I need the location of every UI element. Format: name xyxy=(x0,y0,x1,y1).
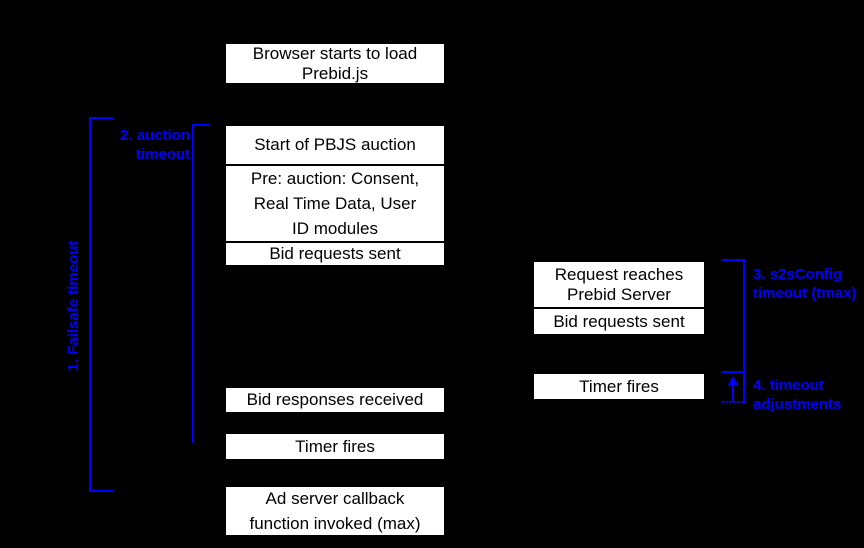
failsafe-timeout-label: 1. Failsafe timeout xyxy=(65,240,82,372)
box-ad-server-callback: Ad server callback function invoked (max… xyxy=(225,486,445,536)
s2sconfig-timeout-label: 3. s2sConfig timeout (tmax) xyxy=(753,266,857,302)
box-pre-auction-modules: Pre: auction: Consent, Real Time Data, U… xyxy=(225,165,445,242)
adjustment-dotted-line xyxy=(722,401,746,403)
s2s-bracket-line xyxy=(743,259,745,404)
auction-timeout-label: 2. auction timeout xyxy=(119,127,190,163)
box-bid-requests-sent-server: Bid requests sent xyxy=(533,308,705,335)
box-bid-requests-sent-client: Bid requests sent xyxy=(225,242,445,266)
adjustment-up-arrow-icon xyxy=(728,376,738,385)
failsafe-bracket-bottom-tick xyxy=(89,490,113,492)
box-start-pbjs-auction: Start of PBJS auction xyxy=(225,125,445,165)
box-timer-fires-client: Timer fires xyxy=(225,433,445,460)
failsafe-bracket-top-tick xyxy=(89,117,113,119)
auction-bracket-top-tick xyxy=(192,124,209,126)
adjustment-arrow-shaft xyxy=(732,384,734,402)
box-browser-starts-load: Browser starts to load Prebid.js xyxy=(225,43,445,84)
auction-bracket-line xyxy=(192,124,194,443)
box-bid-responses-received: Bid responses received xyxy=(225,387,445,413)
box-request-reaches-prebid-server: Request reaches Prebid Server xyxy=(533,261,705,308)
failsafe-bracket-line xyxy=(89,117,91,492)
timeout-adjustments-label: 4. timeout adjustments xyxy=(753,377,842,413)
s2s-bracket-mid-tick xyxy=(722,371,745,373)
s2s-bracket-top-tick xyxy=(722,259,745,261)
box-timer-fires-server: Timer fires xyxy=(533,373,705,400)
